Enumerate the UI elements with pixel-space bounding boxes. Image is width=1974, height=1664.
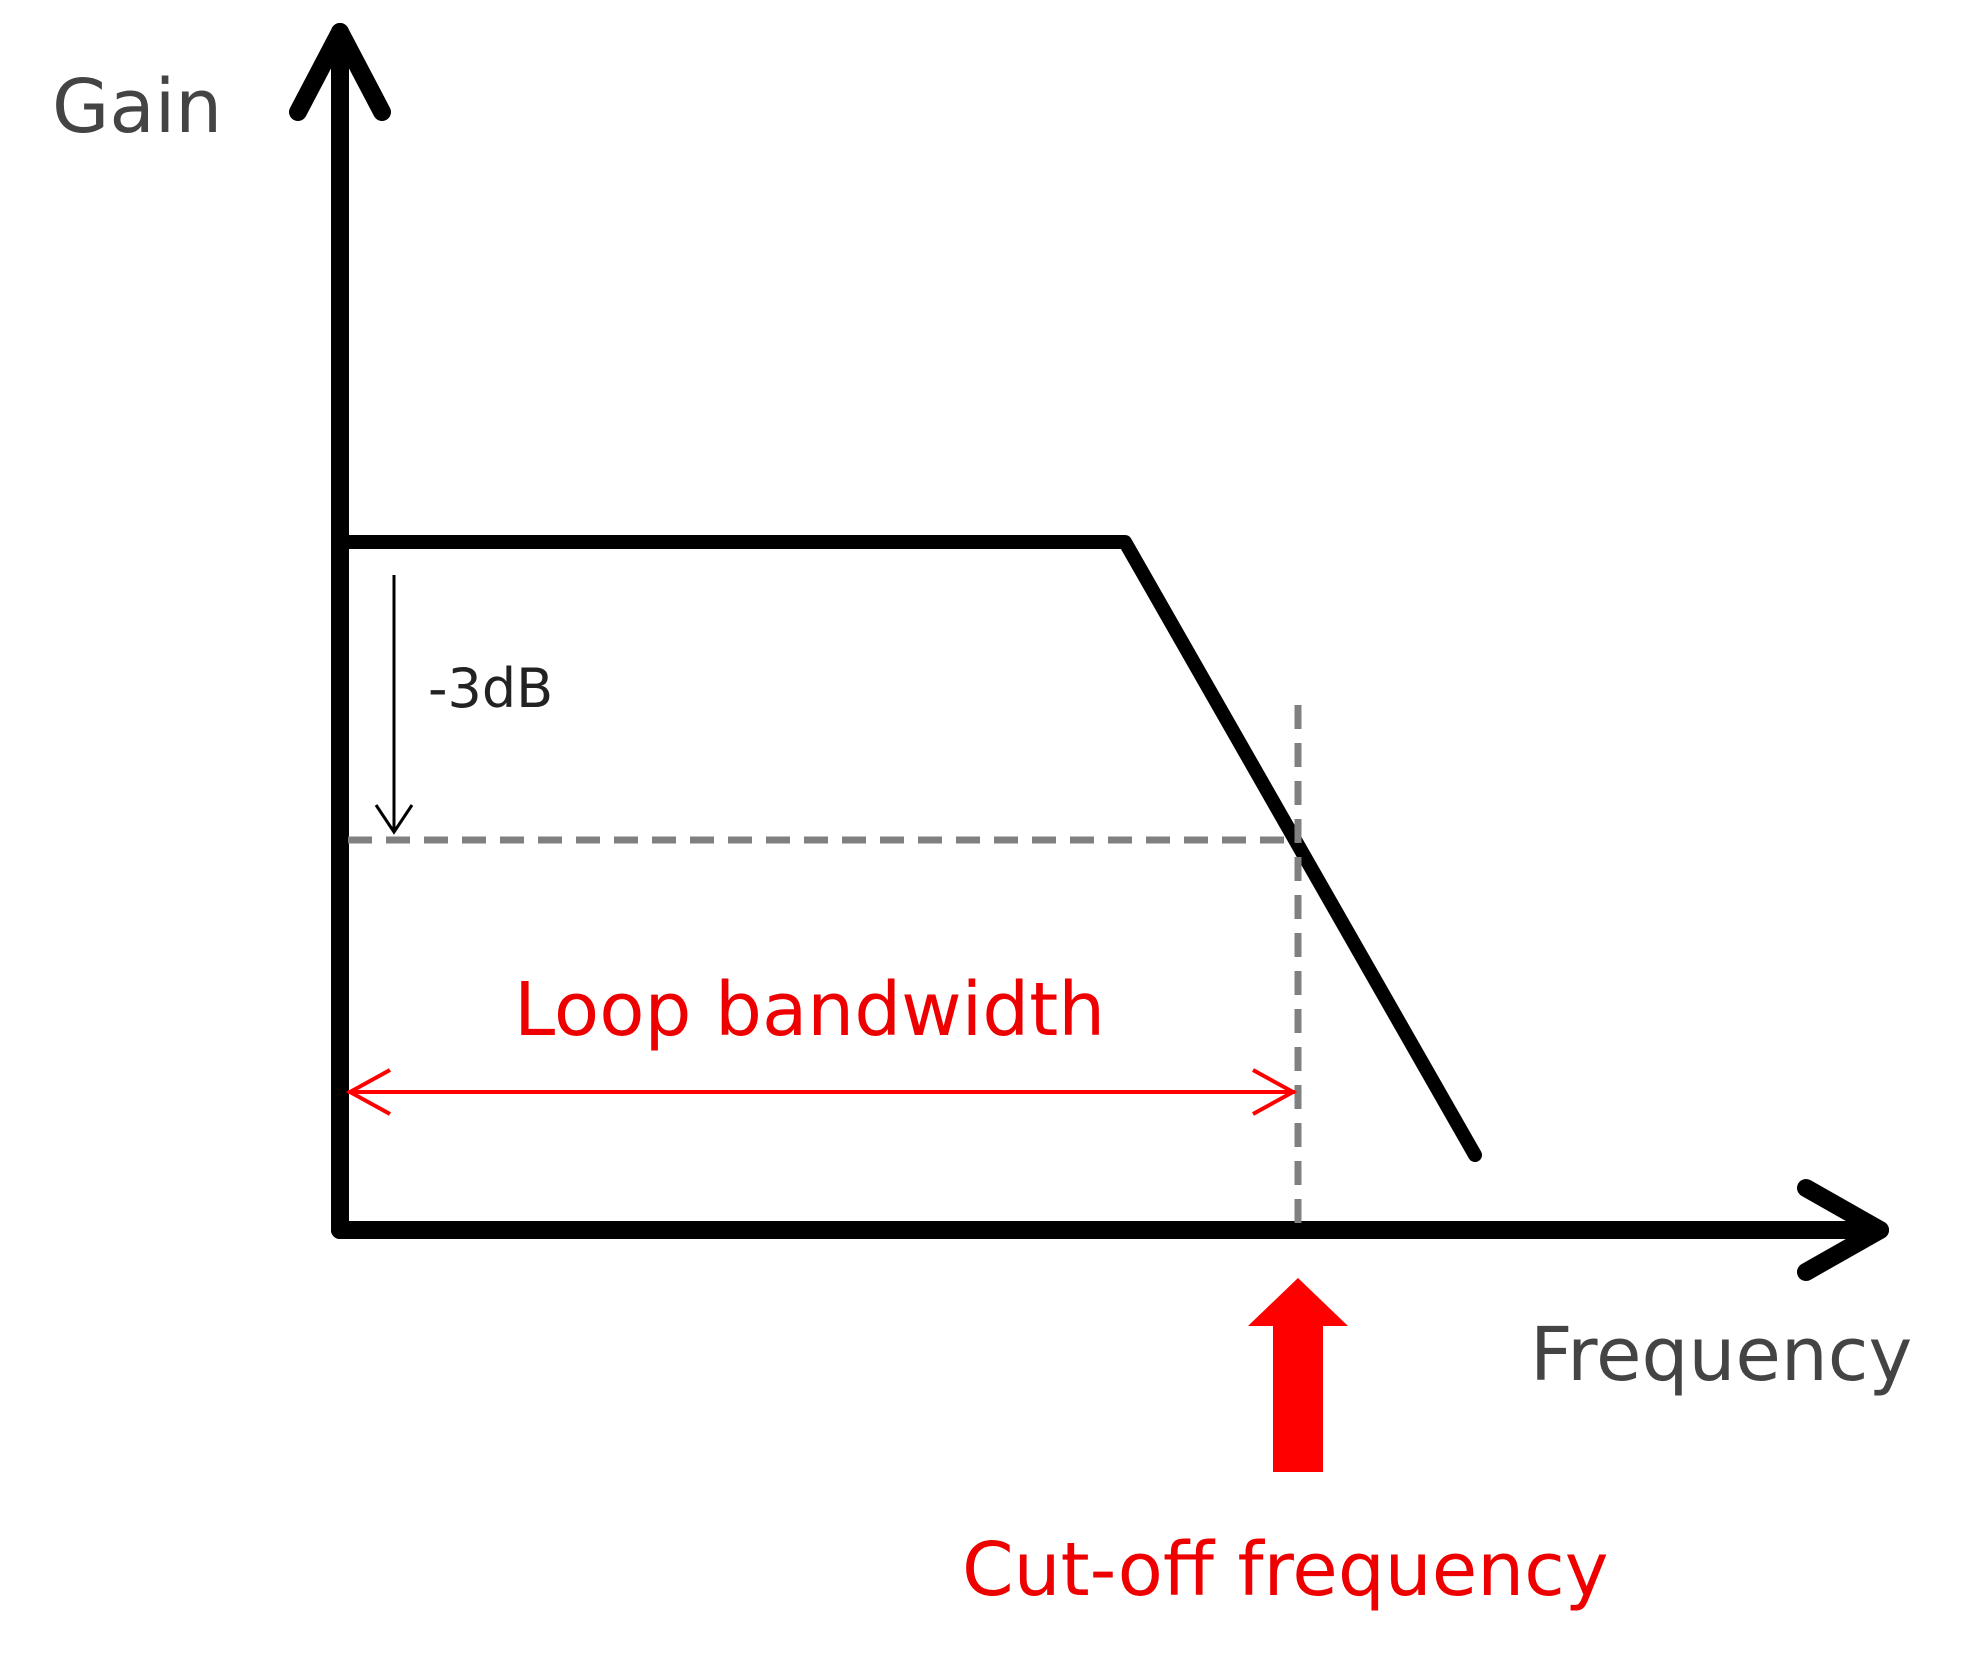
gain-axis-label: Gain (52, 64, 222, 150)
frequency-axis-label: Frequency (1530, 1312, 1912, 1398)
bandwidth-arrowhead-left (345, 1068, 391, 1116)
gain-curve (333, 535, 1482, 1162)
db-drop-arrowhead (374, 804, 414, 835)
cutoff-frequency-label: Cut-off frequency (962, 1527, 1609, 1613)
gain-axis-arrowhead (289, 23, 391, 121)
frequency-axis-arrowhead (1797, 1179, 1889, 1281)
bandwidth-arrowhead-right (1252, 1068, 1298, 1116)
loop-bandwidth-label: Loop bandwidth (514, 967, 1105, 1053)
cutoff-arrow-icon (1248, 1278, 1348, 1472)
db-drop-label: -3dB (428, 657, 553, 720)
